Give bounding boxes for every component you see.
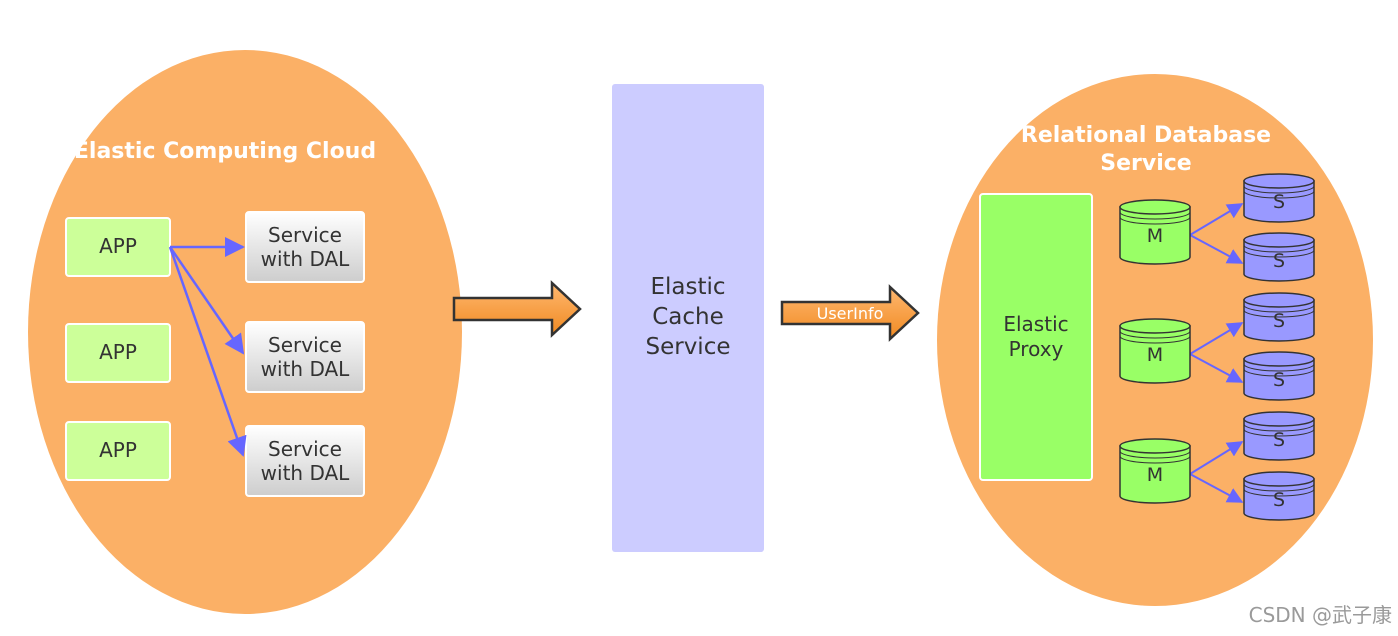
- arrow-label: UserInfo: [817, 304, 884, 323]
- left-cloud: Elastic Computing Cloud APP APP APP Serv…: [28, 50, 462, 614]
- master-db-2[interactable]: M: [1119, 318, 1191, 384]
- slave-db-3a-label: S: [1273, 429, 1285, 451]
- app-box-1[interactable]: APP: [65, 217, 171, 277]
- elastic-cache-service[interactable]: Elastic Cache Service: [612, 84, 764, 552]
- connector-app-service-3: [168, 246, 247, 457]
- service-label-line1: Service: [268, 223, 342, 247]
- slave-db-1a[interactable]: S: [1243, 173, 1315, 223]
- master-db-1[interactable]: M: [1119, 199, 1191, 265]
- app-box-2[interactable]: APP: [65, 323, 171, 383]
- right-cloud-title-line2: Service: [1100, 151, 1191, 176]
- replication-connector: [1189, 353, 1244, 383]
- replication-connector: [1189, 203, 1244, 236]
- cache-label-line3: Service: [645, 334, 730, 360]
- cache-label-line1: Elastic: [650, 274, 725, 300]
- master-db-1-label: M: [1147, 225, 1163, 247]
- proxy-label-line1: Elastic: [1003, 312, 1068, 336]
- service-box-1[interactable]: Service with DAL: [245, 211, 365, 283]
- master-db-3[interactable]: M: [1119, 438, 1191, 504]
- app-box-3[interactable]: APP: [65, 421, 171, 481]
- flow-arrow-right: UserInfo: [780, 284, 920, 342]
- master-db-3-label: M: [1147, 464, 1163, 486]
- service-label-line1: Service: [268, 333, 342, 357]
- app-label: APP: [99, 438, 137, 462]
- connector-app-service-2: [168, 246, 245, 355]
- slave-db-3a[interactable]: S: [1243, 411, 1315, 461]
- slave-db-3b[interactable]: S: [1243, 471, 1315, 521]
- replication-connector: [1189, 473, 1244, 503]
- slave-db-1b[interactable]: S: [1243, 232, 1315, 282]
- left-cloud-title: Elastic Computing Cloud: [74, 139, 376, 164]
- cache-label-line2: Cache: [652, 304, 724, 330]
- right-cloud: Relational Database Service Elastic Prox…: [937, 74, 1373, 606]
- flow-arrow-left: [452, 280, 582, 338]
- replication-connector: [1189, 234, 1244, 264]
- replication-connector: [1189, 322, 1244, 355]
- service-label-line2: with DAL: [261, 247, 351, 271]
- watermark: CSDN @武子康: [1248, 603, 1392, 627]
- slave-db-2b[interactable]: S: [1243, 351, 1315, 401]
- service-box-3[interactable]: Service with DAL: [245, 425, 365, 497]
- slave-db-2b-label: S: [1273, 369, 1285, 391]
- elastic-proxy[interactable]: Elastic Proxy: [979, 193, 1093, 481]
- service-box-2[interactable]: Service with DAL: [245, 321, 365, 393]
- service-label-line2: with DAL: [261, 357, 351, 381]
- slave-db-2a[interactable]: S: [1243, 292, 1315, 342]
- slave-db-3b-label: S: [1273, 489, 1285, 511]
- right-cloud-title-line1: Relational Database: [1021, 123, 1271, 148]
- slave-db-2a-label: S: [1273, 310, 1285, 332]
- app-label: APP: [99, 234, 137, 258]
- app-label: APP: [99, 340, 137, 364]
- replication-connector: [1189, 441, 1244, 475]
- proxy-label-line2: Proxy: [1009, 337, 1064, 361]
- slave-db-1a-label: S: [1273, 191, 1285, 213]
- service-label-line1: Service: [268, 437, 342, 461]
- slave-db-1b-label: S: [1273, 250, 1285, 272]
- master-db-2-label: M: [1147, 344, 1163, 366]
- service-label-line2: with DAL: [261, 461, 351, 485]
